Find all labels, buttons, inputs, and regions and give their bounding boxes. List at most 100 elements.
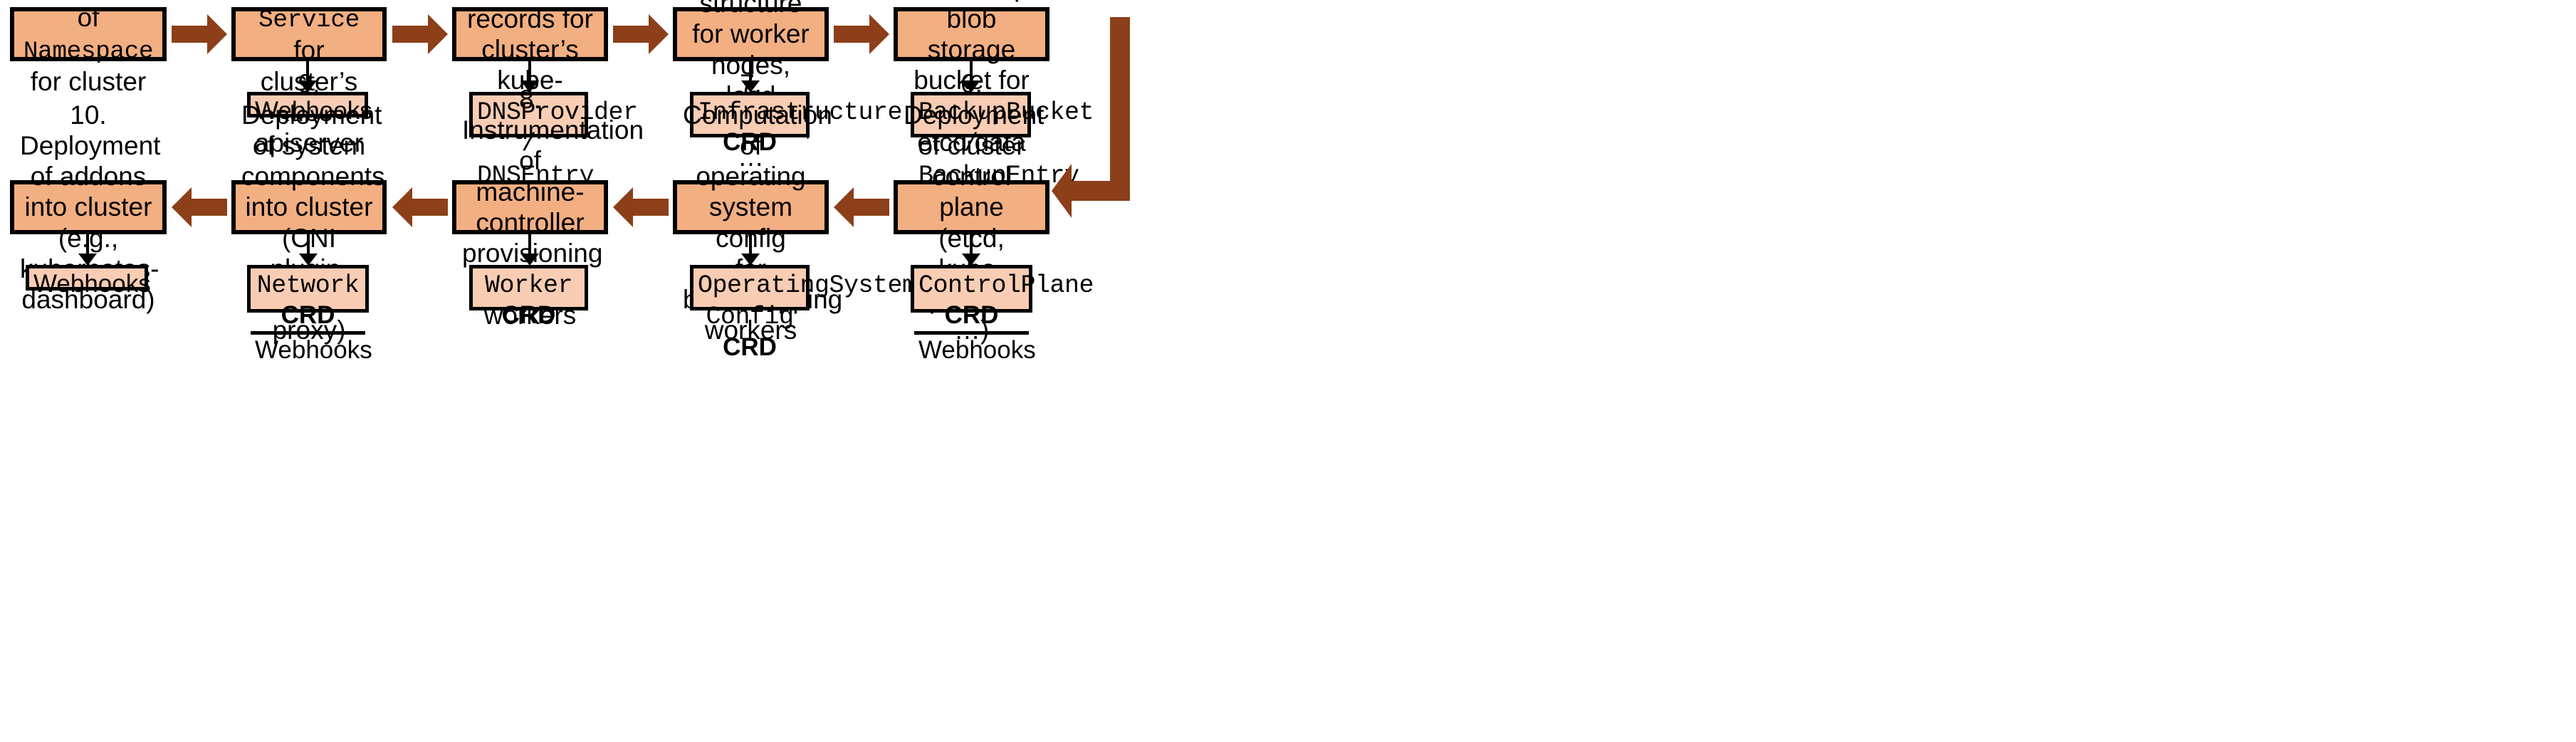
connector-step-4 [749, 61, 752, 90]
flow-arrow-9-to-10 [172, 187, 227, 227]
text-run: 3. Creation of DNS [466, 0, 595, 2]
text-line: ControlPlane CRD [918, 269, 1094, 330]
text-line: Config CRD [698, 301, 802, 362]
sub-box-step-9[interactable]: Network CRD Webhooks [247, 265, 372, 364]
text-line: Infrastructure [698, 96, 903, 127]
text-run: Namespace [23, 37, 154, 66]
flow-arrow-2-to-3 [392, 14, 448, 54]
text-run: 7. Computation of [683, 69, 832, 160]
text-line: Webhooks [918, 335, 1036, 365]
step-box-2[interactable]: 2. Creation of loadbalancer Service forc… [231, 0, 387, 157]
text-run: Webhooks [918, 335, 1036, 364]
text-line: Webhooks [33, 269, 151, 298]
connector-step-5 [970, 61, 973, 90]
text-line: 1. Creation of [20, 0, 157, 33]
sub-box-step-3[interactable]: DNSProvider /DNSEntry CRD [469, 92, 638, 219]
step-box-4[interactable]: 4. Preparation of infra-structure for wo… [673, 0, 829, 172]
text-line: into cluster (e.g., [20, 192, 157, 254]
sub-cell: Webhooks [251, 95, 372, 126]
text-line: Webhooks [255, 335, 372, 365]
text-line: Namespace [20, 33, 157, 66]
connector-head-step-5 [962, 80, 980, 93]
text-run: Webhooks [255, 97, 372, 125]
sub-box-step-5[interactable]: BackupBucket /BackupEntry CRD [911, 92, 1094, 219]
flow-arrow-8-to-9 [392, 187, 448, 227]
text-line: 5. Preparation of backup [904, 0, 1040, 4]
flow-arrow-6-to-7 [834, 187, 889, 227]
sub-box-step-2[interactable]: Webhooks [247, 92, 372, 125]
text-line: CRD [477, 301, 580, 330]
connector-head-step-10 [78, 254, 97, 266]
connector-head-step-6 [962, 254, 980, 266]
text-run: CRD [723, 128, 777, 157]
sub-cell: DNSProvider /DNSEntry CRD [473, 95, 638, 221]
text-line: 6. Deployment of cluster [904, 68, 1044, 161]
text-run: CRD [944, 301, 999, 330]
step-box-3[interactable]: 3. Creation of DNSrecords for cluster’sk… [452, 0, 608, 126]
text-line: Webhooks [255, 96, 372, 125]
connector-step-8 [528, 234, 531, 263]
text-line: OperatingSystem [698, 269, 917, 301]
sub-cell: Webhooks [29, 268, 151, 299]
step-2-text: 2. Creation of loadbalancer Service forc… [241, 0, 377, 159]
text-run: ControlPlane [918, 271, 1094, 300]
connector-head-step-7 [741, 254, 760, 266]
text-run: 1. Creation of [24, 0, 153, 33]
text-run: OperatingSystem [698, 271, 917, 300]
text-line: BackupBucket / [918, 96, 1094, 160]
text-run: for [293, 36, 325, 66]
text-line: for cluster [20, 66, 157, 97]
text-line: balancer Service for [241, 0, 377, 66]
connector-step-10 [86, 234, 89, 263]
text-run: 6. Deployment of cluster [904, 69, 1044, 160]
text-run: Network [256, 271, 360, 300]
text-run: control plane (etcd, [931, 162, 1012, 253]
text-run: for cluster [30, 66, 147, 96]
text-run: Service [258, 6, 360, 35]
sub-box-step-6[interactable]: ControlPlane CRD Webhooks [911, 265, 1094, 364]
sub-cell: Webhooks [251, 330, 372, 365]
connector-head-step-4 [741, 80, 760, 93]
connector-head-step-2 [298, 80, 317, 93]
text-line: machine-controller [462, 177, 598, 239]
text-run: CRD [501, 301, 556, 330]
text-line: Worker [477, 269, 580, 301]
text-line: components into cluster [241, 161, 385, 223]
text-run: Webhooks [33, 270, 151, 298]
text-run: components into cluster [241, 162, 385, 222]
text-run: DNSProvider / [477, 98, 638, 159]
text-run: CRD [281, 301, 335, 330]
text-line: 7. Computation of [683, 68, 832, 161]
connector-head-step-8 [520, 254, 539, 266]
flow-arrow-7-to-8 [613, 187, 669, 227]
text-line: control plane (etcd, [904, 161, 1040, 254]
text-run: CRD [723, 333, 777, 361]
text-run: 5. Preparation of backup [904, 0, 1040, 2]
text-run: 10. Deployment of addons [20, 100, 161, 192]
step-box-5[interactable]: 5. Preparation of backupblob storage buc… [894, 0, 1049, 157]
text-run: structure for worker [692, 0, 810, 49]
text-run: BackupBucket / [918, 98, 1094, 159]
connector-head-step-9 [299, 254, 318, 266]
text-run: Infrastructure [698, 98, 903, 127]
text-line: structure for worker [683, 0, 819, 50]
connector-step-2 [306, 61, 309, 90]
sub-box-step-10[interactable]: Webhooks [26, 265, 151, 298]
text-run: balancer [258, 0, 360, 1]
sub-cell: ControlPlane CRD [914, 268, 1094, 331]
